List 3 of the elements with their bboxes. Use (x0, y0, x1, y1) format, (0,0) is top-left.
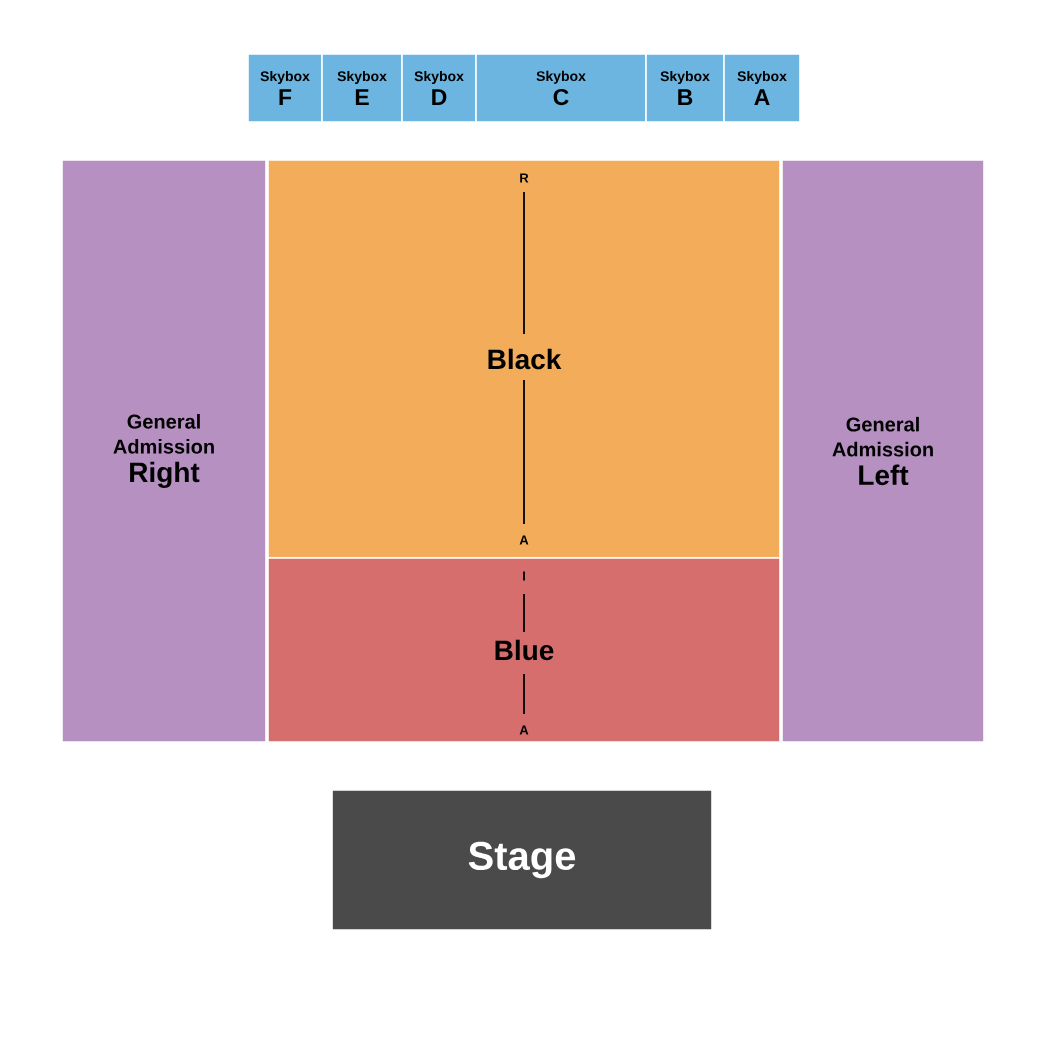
standing-section: General Admission Right (61, 159, 267, 743)
stage-block: Stage (331, 789, 713, 931)
standing-section: General Admission Left (781, 159, 985, 743)
